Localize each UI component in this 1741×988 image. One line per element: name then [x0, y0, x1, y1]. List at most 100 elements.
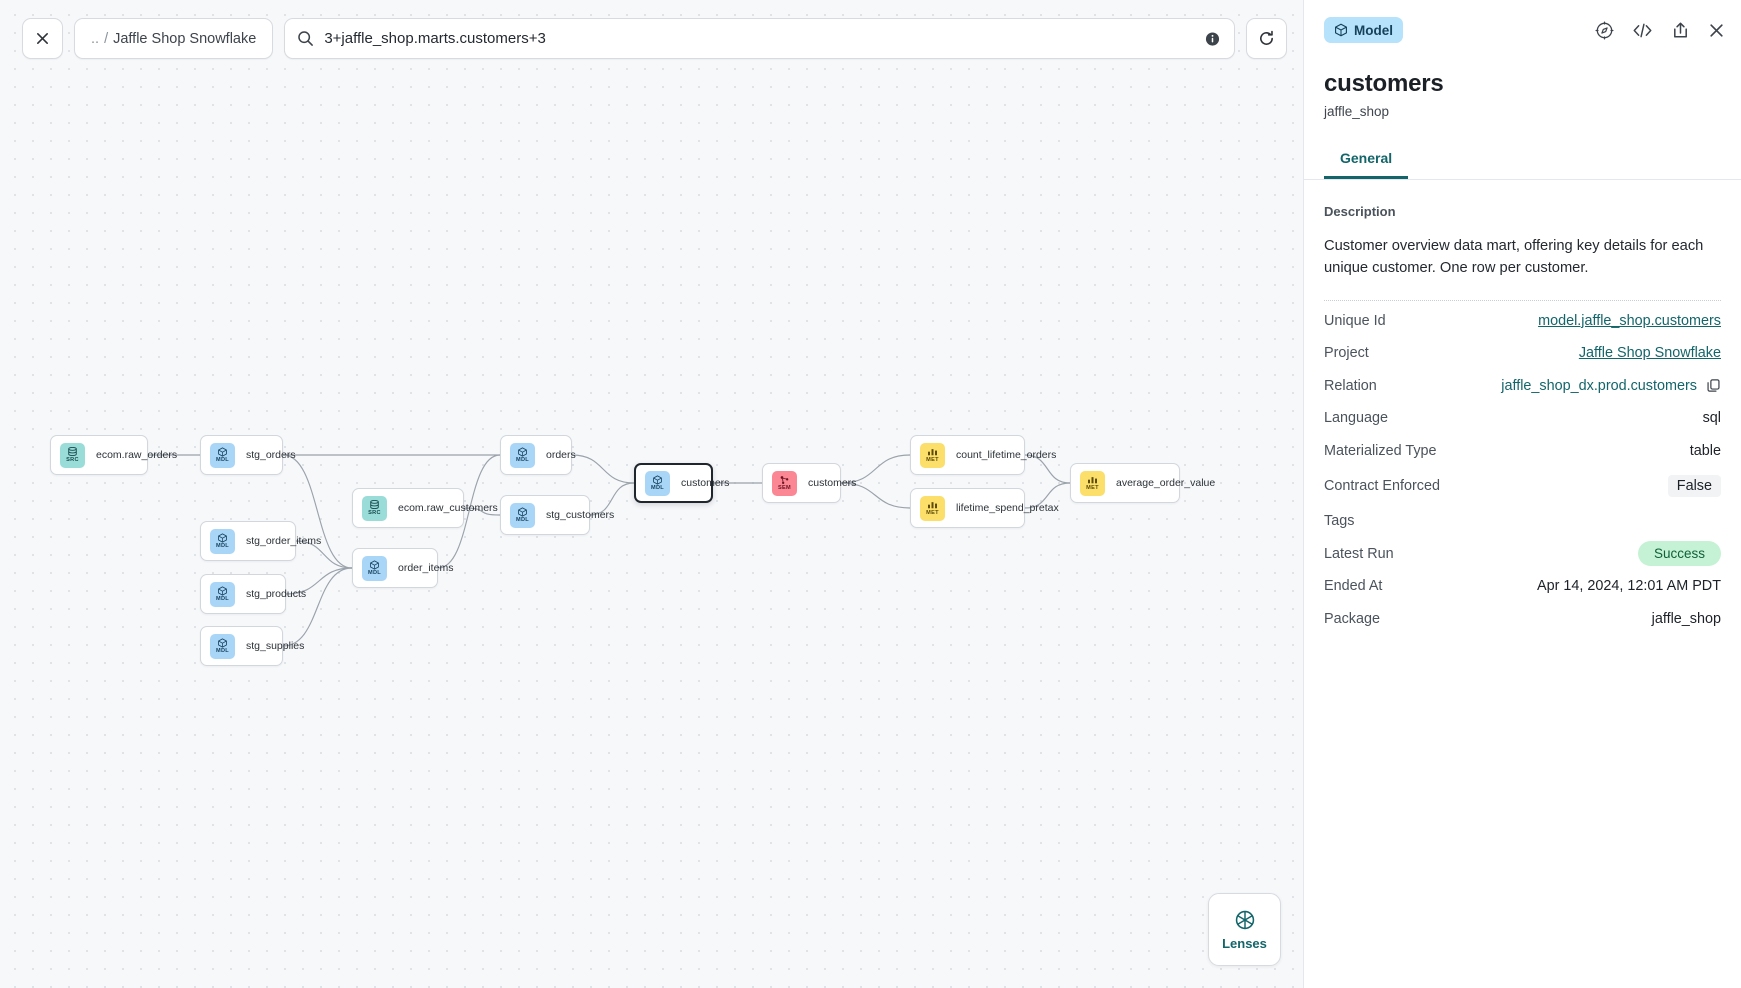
node-label: stg_products: [246, 588, 307, 600]
panel-actions: [1595, 20, 1725, 40]
graph-node-orders[interactable]: MDL orders: [500, 435, 576, 475]
breadcrumb[interactable]: .. / Jaffle Shop Snowflake: [74, 18, 274, 59]
project-value[interactable]: Jaffle Shop Snowflake: [1578, 345, 1721, 362]
node-type-badge-src: SRC: [362, 495, 387, 521]
panel-header: Model: [1304, 0, 1741, 60]
refresh-icon: [1260, 30, 1274, 45]
details-panel: Model: [1303, 0, 1741, 988]
node-type-badge-met: MET: [1080, 470, 1105, 496]
node-label: ecom.raw_orders: [96, 449, 178, 461]
refresh-button[interactable]: [1246, 18, 1288, 59]
row-project: Project Jaffle Shop Snowflake: [1324, 337, 1721, 370]
node-label: count_lifetime_orders: [956, 449, 1057, 461]
contract-enforced-label: Contract Enforced: [1324, 478, 1440, 495]
panel-tabs: General: [1304, 142, 1741, 180]
unique-id-value[interactable]: model.jaffle_shop.customers: [1538, 312, 1721, 329]
node-label: stg_order_items: [246, 535, 322, 547]
materialized-type-value: table: [1689, 442, 1721, 459]
explore-icon[interactable]: [1595, 20, 1614, 40]
node-label: ecom.raw_customers: [398, 502, 498, 514]
node-label: order_items: [398, 562, 454, 574]
row-latest-run: Latest Run Success: [1324, 538, 1721, 571]
aperture-icon: [1235, 910, 1254, 929]
graph-node-order_items[interactable]: MDL order_items: [352, 548, 453, 588]
close-panel-icon[interactable]: [1708, 22, 1725, 39]
language-value: sql: [1702, 410, 1721, 427]
graph-node-average_order_value[interactable]: MET average_order_value: [1070, 463, 1215, 503]
row-language: Language sql: [1324, 402, 1721, 435]
language-label: Language: [1324, 410, 1389, 427]
node-type-badge-src: SRC: [60, 442, 85, 468]
tags-label: Tags: [1324, 513, 1355, 530]
copy-icon[interactable]: [1706, 378, 1721, 393]
section-divider: [1324, 299, 1721, 301]
graph-node-stg_supplies[interactable]: MDL stg_supplies: [200, 626, 304, 666]
close-lineage-button[interactable]: [22, 18, 63, 59]
row-relation: Relation jaffle_shop_dx.prod.customers: [1324, 370, 1721, 403]
page-subtitle: jaffle_shop: [1324, 104, 1390, 119]
page-title: customers: [1324, 70, 1444, 97]
node-type-badge-mdl: MDL: [210, 442, 235, 468]
relation-value-wrap: jaffle_shop_dx.prod.customers: [1501, 378, 1721, 394]
share-icon[interactable]: [1671, 21, 1690, 40]
node-type-badge-mdl: MDL: [362, 555, 387, 581]
contract-enforced-value: False: [1667, 475, 1721, 498]
ended-at-value: Apr 14, 2024, 12:01 AM PDT: [1537, 578, 1721, 595]
unique-id-label: Unique Id: [1324, 312, 1386, 329]
graph-node-stg_orders[interactable]: MDL stg_orders: [200, 435, 296, 475]
node-type-badge-sem: SEM: [772, 470, 797, 496]
info-icon[interactable]: [1205, 31, 1220, 46]
tab-general[interactable]: General: [1324, 142, 1409, 179]
row-materialized-type: Materialized Type table: [1324, 435, 1721, 468]
row-tags: Tags: [1324, 505, 1721, 538]
node-type-badge-mdl: MDL: [510, 442, 535, 468]
cube-icon: [1335, 23, 1347, 37]
node-label: orders: [546, 449, 576, 461]
node-type-badge-mdl: MDL: [210, 633, 235, 659]
lenses-button[interactable]: Lenses: [1208, 893, 1281, 966]
graph-node-stg_customers[interactable]: MDL stg_customers: [500, 495, 614, 535]
node-type-badge-mdl: MDL: [210, 581, 235, 607]
node-label: stg_orders: [246, 449, 296, 461]
row-package: Package jaffle_shop: [1324, 603, 1721, 636]
graph-node-stg_products[interactable]: MDL stg_products: [200, 574, 306, 614]
resource-type-chip[interactable]: Model: [1324, 17, 1403, 43]
lenses-label: Lenses: [1222, 935, 1267, 951]
row-ended-at: Ended At Apr 14, 2024, 12:01 AM PDT: [1324, 570, 1721, 603]
node-type-badge-mdl: MDL: [510, 502, 535, 528]
lineage-edge: [571, 454, 635, 484]
node-type-badge-mdl: MDL: [210, 528, 235, 554]
resource-type-label: Model: [1354, 22, 1393, 38]
package-value: jaffle_shop: [1651, 610, 1721, 627]
lineage-edge: [282, 567, 353, 647]
relation-label: Relation: [1324, 377, 1377, 394]
search-input[interactable]: 3+jaffle_shop.marts.customers+3: [284, 18, 1236, 59]
row-unique-id: Unique Id model.jaffle_shop.customers: [1324, 305, 1721, 338]
canvas-toolbar: .. / Jaffle Shop Snowflake 3+jaffle_shop…: [22, 18, 1288, 59]
search-icon: [297, 30, 314, 47]
graph-node-customers_model[interactable]: MDL customers: [634, 463, 729, 503]
node-label: average_order_value: [1116, 477, 1216, 489]
row-contract-enforced: Contract Enforced False: [1324, 467, 1721, 505]
panel-body: Description Customer overview data mart,…: [1304, 180, 1741, 988]
project-label: Project: [1324, 345, 1369, 362]
graph-node-ecom_raw_orders[interactable]: SRC ecom.raw_orders: [50, 435, 177, 475]
lineage-canvas[interactable]: .. / Jaffle Shop Snowflake 3+jaffle_shop…: [0, 0, 1303, 988]
graph-node-ecom_raw_customers[interactable]: SRC ecom.raw_customers: [352, 488, 498, 528]
package-label: Package: [1324, 610, 1381, 627]
node-label: customers: [681, 477, 730, 489]
graph-node-stg_order_items[interactable]: MDL stg_order_items: [200, 521, 321, 561]
node-label: customers: [808, 477, 857, 489]
status-badge: Success: [1637, 540, 1721, 566]
graph-node-customers_sem[interactable]: SEM customers: [762, 463, 856, 503]
node-label: stg_supplies: [246, 640, 305, 652]
node-type-badge-met: MET: [920, 495, 945, 521]
node-type-badge-mdl: MDL: [645, 470, 670, 496]
breadcrumb-project: Jaffle Shop Snowflake: [113, 30, 257, 47]
close-icon: [37, 33, 48, 44]
node-label: stg_customers: [546, 509, 615, 521]
code-icon[interactable]: [1632, 21, 1653, 40]
